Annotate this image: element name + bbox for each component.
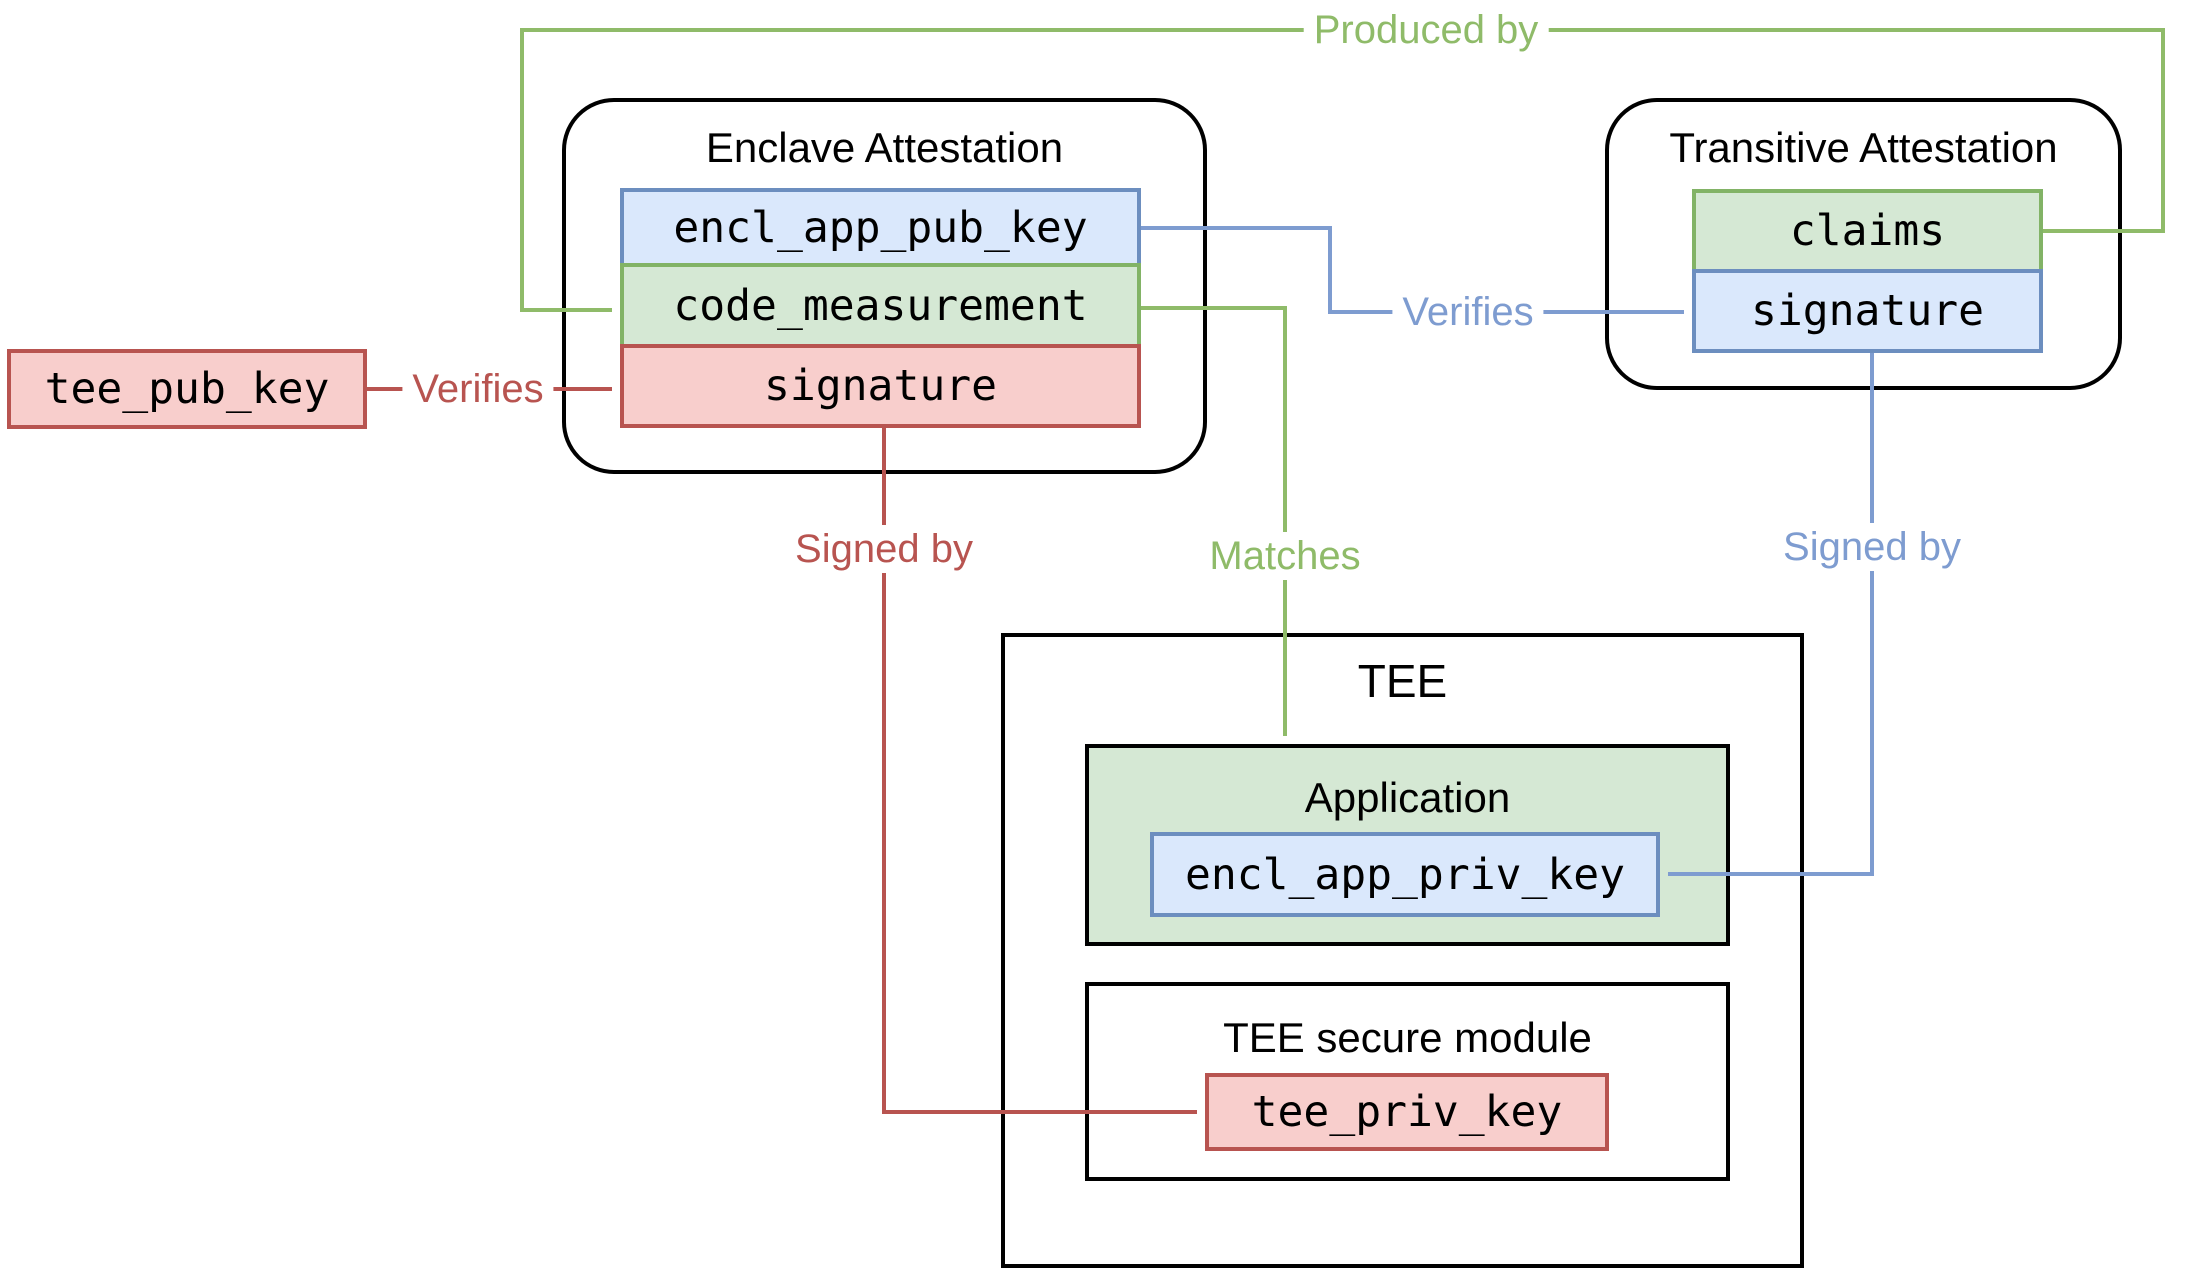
- tee-priv-key-box: tee_priv_key: [1205, 1073, 1609, 1151]
- enclave-attestation-box: Enclave Attestation encl_app_pub_key cod…: [562, 98, 1207, 474]
- verifies-encl-label: Verifies: [1392, 288, 1544, 336]
- produced-by-label: Produced by: [1303, 6, 1549, 54]
- enclave-signature-field: signature: [620, 344, 1141, 428]
- application-box: Application encl_app_priv_key: [1085, 744, 1730, 946]
- transitive-attestation-title: Transitive Attestation: [1669, 124, 2058, 171]
- signed-by-encl-label: Signed by: [1773, 523, 1971, 571]
- tee-secure-module-title: TEE secure module: [1223, 1014, 1592, 1061]
- encl-app-pub-key-field: encl_app_pub_key: [620, 188, 1141, 267]
- encl-app-priv-key-box: encl_app_priv_key: [1150, 832, 1660, 917]
- matches-label: Matches: [1199, 532, 1371, 580]
- tee-pub-key-box: tee_pub_key: [7, 349, 367, 429]
- code-measurement-field: code_measurement: [620, 263, 1141, 348]
- tee-secure-module-box: TEE secure module tee_priv_key: [1085, 982, 1730, 1181]
- claims-field: claims: [1692, 189, 2043, 273]
- transitive-attestation-box: Transitive Attestation claims signature: [1605, 98, 2122, 390]
- application-title: Application: [1304, 774, 1511, 821]
- tee-box: TEE Application encl_app_priv_key TEE se…: [1001, 633, 1804, 1268]
- verifies-tee-label: Verifies: [402, 365, 554, 413]
- signed-by-tee-label: Signed by: [785, 525, 983, 573]
- enclave-attestation-title: Enclave Attestation: [705, 124, 1064, 171]
- transitive-signature-field: signature: [1692, 269, 2043, 353]
- tee-title: TEE: [1357, 655, 1448, 707]
